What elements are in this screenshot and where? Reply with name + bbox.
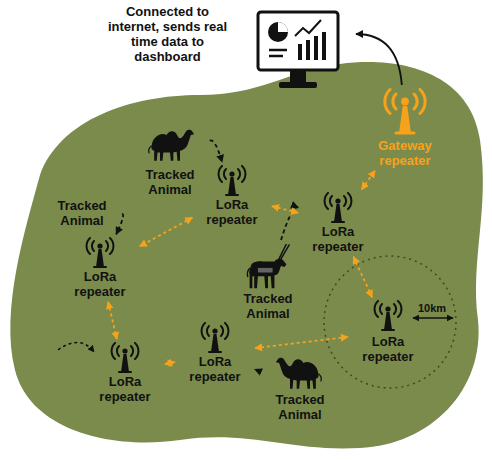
data-arrow <box>356 34 402 85</box>
lora-repeater-label: LoRa repeater <box>178 354 252 384</box>
radio-link <box>272 206 298 213</box>
gateway-icon <box>385 90 425 134</box>
dashboard-monitor-part <box>258 12 338 70</box>
region-blob <box>10 62 482 448</box>
repeater-icons-part <box>375 301 402 330</box>
animal-icons-part <box>247 244 289 288</box>
dashboard-note-label: Connected to internet, sends real time d… <box>105 4 230 64</box>
dashboard-monitor-part <box>295 20 321 36</box>
gateway-repeater-label: Gateway repeater <box>364 138 446 168</box>
repeater-icons-part <box>112 343 139 372</box>
tracked-animal-label: Tracked Animal <box>45 198 119 228</box>
data-arrow <box>210 140 222 162</box>
lora-repeater-label: LoRa repeater <box>301 224 375 254</box>
repeater-icons-part <box>325 193 352 222</box>
lora-repeater: LoRa repeater <box>351 300 425 364</box>
gateway-icon-part <box>385 90 425 134</box>
radio-link <box>165 362 175 364</box>
animal-icons-part <box>149 130 194 161</box>
tracked-animal: Tracked Animal <box>45 198 119 228</box>
tracked-animal: Tracked Animal <box>263 354 337 422</box>
animal-icons-part-part <box>276 358 321 389</box>
dashboard-monitor-part <box>268 22 288 42</box>
data-arrow <box>255 369 260 371</box>
repeater-icons-part <box>219 166 246 195</box>
dashboard-monitor-part <box>290 70 306 82</box>
repeater-icons <box>87 166 402 372</box>
lora-repeater: LoRa repeater <box>63 237 137 299</box>
repeater-icons-part <box>87 238 114 267</box>
radio-link <box>362 171 376 190</box>
radio-link <box>255 337 348 348</box>
lora-repeater: LoRa repeater <box>178 322 252 384</box>
dashboard-monitor-part <box>278 22 288 32</box>
dashboard-monitor-part <box>306 40 310 60</box>
dashboard-monitor-part <box>298 44 302 60</box>
range-circle-part <box>324 256 456 388</box>
tracked-animal-label: Tracked Animal <box>263 392 337 422</box>
lora-repeater-label: LoRa repeater <box>195 197 269 227</box>
tracked-animal: Tracked Animal <box>231 243 305 321</box>
tracked-animal-label: Tracked Animal <box>231 291 305 321</box>
dashboard-monitor <box>258 12 338 88</box>
radio-link <box>108 302 117 339</box>
gateway-repeater: Gateway repeater <box>364 88 446 168</box>
lora-repeater: LoRa repeater <box>301 192 375 254</box>
distance-label: 10km <box>418 302 446 315</box>
dashboard-monitor-part <box>269 50 287 56</box>
lora-repeater-label: LoRa repeater <box>88 374 162 404</box>
lora-repeater: LoRa repeater <box>195 165 269 227</box>
lora-repeater-label: LoRa repeater <box>351 334 425 364</box>
incoming-track <box>58 342 94 352</box>
tracked-animal-label: Tracked Animal <box>133 167 207 197</box>
dashboard-note: Connected to internet, sends real time d… <box>105 4 353 64</box>
dashboard-monitor-part <box>322 32 326 60</box>
dashboard-monitor-part <box>314 36 318 60</box>
data-arrow <box>116 214 123 234</box>
animal-icons-part <box>276 358 321 389</box>
lora-repeater: LoRa repeater <box>88 342 162 404</box>
dashboard-monitor-part <box>279 82 317 88</box>
radio-link <box>140 218 193 247</box>
repeater-icons-part <box>202 323 229 352</box>
range-circle-part <box>413 317 453 319</box>
tracked-animal: Tracked Animal <box>133 125 207 197</box>
radio-link <box>354 257 373 298</box>
range-circle <box>324 256 456 388</box>
lora-repeater-label: LoRa repeater <box>63 269 137 299</box>
